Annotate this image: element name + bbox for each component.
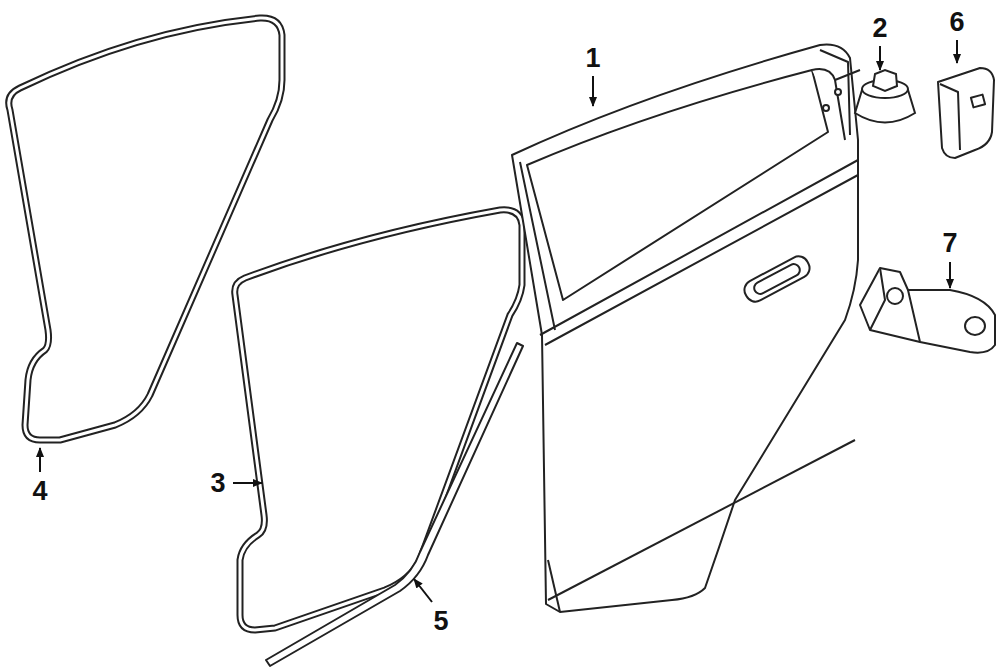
callout-number: 7 <box>942 230 957 257</box>
sill-seal-strip <box>266 343 523 666</box>
door-seal-outer <box>9 18 282 440</box>
callout-number: 2 <box>872 15 887 42</box>
callout-number: 3 <box>210 470 225 497</box>
door-nut <box>855 70 915 123</box>
callout-number: 6 <box>949 9 964 36</box>
door-bracket <box>938 68 994 158</box>
callout-number: 5 <box>433 608 448 635</box>
callout-number: 4 <box>32 478 47 505</box>
leader-lines <box>40 40 957 602</box>
door-check-block <box>860 268 995 353</box>
rear-door-shell <box>512 45 860 612</box>
callout-number: 1 <box>585 45 600 72</box>
door-seal-inner <box>235 210 522 630</box>
